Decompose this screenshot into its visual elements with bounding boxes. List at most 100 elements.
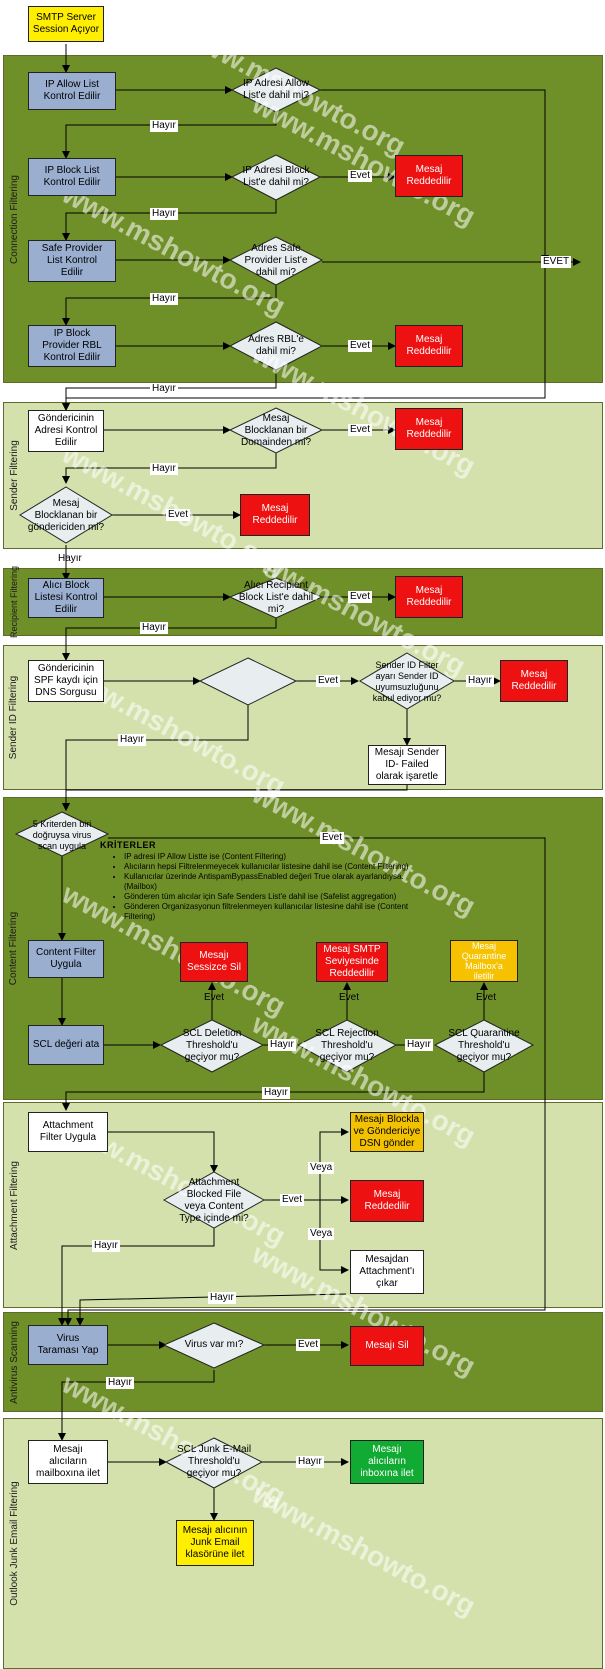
silent-delete: Mesajı Sessizce Sil <box>180 942 248 982</box>
edge-label-yes: Evet <box>316 675 341 687</box>
scl-quarantine-decision: SCL Quarantine Threshold'u geçiyor mu? <box>448 1028 520 1063</box>
virus-delete-node: Mesajı Sil <box>350 1326 424 1366</box>
start-node: SMTP Server Session Açıyor <box>28 6 104 42</box>
edge-label-no: Hayır <box>118 734 146 746</box>
recipient-decision: Alıcı Recipient Block List'e dahil mi? <box>238 580 314 615</box>
diamond-scl-quarantine <box>433 1019 535 1073</box>
criteria-item: Alıcıların hepsi Filtrelenmeyecek kullan… <box>124 862 430 872</box>
edge-label-no: Hayır <box>150 293 178 305</box>
recipient-check: Alıcı Block Listesi Kontrol Edilir <box>28 578 104 618</box>
content-filter-node: Content Filter Uygula <box>28 940 104 978</box>
diamond-scl-rejection <box>296 1019 398 1073</box>
safe-provider-decision: Adres Safe Provider List'e dahil mi? <box>244 243 308 278</box>
diamond-rbl <box>228 321 324 371</box>
criteria-item: Gönderen tüm alıcılar için Safe Senders … <box>124 892 430 902</box>
edge-label-no: Hayır <box>150 208 178 220</box>
criteria-item: Gönderen Organizasyonun filtrelenmeyen k… <box>124 902 430 922</box>
spf-check: Göndericinin SPF kaydı için DNS Sorgusu <box>28 660 104 702</box>
ip-block-decision: IP Adresi Block List'e dahil mi? <box>242 165 310 188</box>
sender-domain-decision: Mesaj Blocklanan bir Domainden mi? <box>240 413 312 448</box>
edge-label-no: Hayır <box>262 1087 290 1099</box>
sender-check: Göndericinin Adresi Kontrol Edilir <box>28 410 104 452</box>
criteria-item: Kullanıcılar üzerinde AntispamBypassEnab… <box>124 872 430 892</box>
edge-label-no: Hayır <box>466 675 494 687</box>
edge-label-yes: Evet <box>280 1194 305 1206</box>
scl-deletion-decision: SCL Deletion Threshold'u geçiyor mu? <box>182 1028 242 1063</box>
rbl-check: IP Block Provider RBL Kontrol Edilir <box>28 325 116 367</box>
edge-label-or: Veya <box>308 1162 335 1174</box>
diamond-sender-id-filter <box>359 652 455 710</box>
diamond-sender-blocked <box>19 486 113 544</box>
edge-label-or: Veya <box>308 1228 335 1240</box>
attachment-decision: Attachment Blocked File veya Content Typ… <box>179 1177 249 1224</box>
sender-id-reject: Mesaj Reddedilir <box>500 660 568 702</box>
attachment-reject: Mesaj Reddedilir <box>350 1180 424 1222</box>
edge-label-yes: Evet <box>476 992 497 1003</box>
edge-label-no: Hayır <box>150 463 178 475</box>
edge-label-no: Hayır <box>92 1240 120 1252</box>
sender-blocked-decision: Mesaj Blocklanan bir göndericiden mi? <box>27 498 105 533</box>
edge-label-no: Hayır <box>150 120 178 132</box>
block-dsn-node: Mesajı Blockla ve Göndericiye DSN gönder <box>350 1112 424 1152</box>
edge-label-yes: Evet <box>296 1339 321 1351</box>
sender-id-filter-decision: Sender ID Filter ayarı Sender ID uyumsuz… <box>372 660 442 703</box>
edge-label-yes: Evet <box>166 509 191 521</box>
deliver-mailbox-node: Mesajı alıcıların mailboxına ilet <box>28 1440 108 1484</box>
diamond-scl-junk <box>164 1437 264 1489</box>
diamond-ip-allow <box>230 67 322 113</box>
edge-label-yes: Evet <box>348 591 373 603</box>
ip-allow-decision: IP Adresi Allow List'e dahil mi? <box>243 78 309 101</box>
criteria-item: IP adresi IP Allow Listte ise (Content F… <box>124 852 430 862</box>
deliver-junk-node: Mesajı alıcının Junk Email klasörüne ile… <box>176 1520 254 1566</box>
sender-blocked-reject: Mesaj Reddedilir <box>240 494 310 536</box>
sender-id-decision <box>200 667 296 695</box>
scl-assign-node: SCL değeri ata <box>28 1025 104 1065</box>
deliver-inbox-node: Mesajı alıcıların inboxına ilet <box>350 1440 424 1484</box>
diamond-safe-provider <box>228 236 324 286</box>
edge-label-no: Hayır <box>208 1292 236 1304</box>
ip-block-reject: Mesaj Reddedilir <box>395 155 463 197</box>
ip-allow-check: IP Allow List Kontrol Edilir <box>28 72 116 110</box>
edge-label-yes: Evet <box>339 992 360 1003</box>
smtp-reject: Mesaj SMTP Seviyesinde Reddedilir <box>316 942 388 982</box>
edge-label-no: Hayır <box>58 553 82 564</box>
remove-attachment-node: Mesajdan Attachment'ı çıkar <box>350 1250 424 1294</box>
diamond-sender-domain <box>228 407 324 454</box>
criteria-title: KRİTERLER <box>100 840 156 850</box>
sender-domain-reject: Mesaj Reddedilir <box>395 408 463 450</box>
ip-block-check: IP Block List Kontrol Edilir <box>28 158 116 196</box>
attachment-filter-node: Attachment Filter Uygula <box>28 1112 108 1152</box>
edge-label-yes: Evet <box>348 170 373 182</box>
edge-label-no: Hayır <box>106 1377 134 1389</box>
edge-label-no: Hayır <box>150 383 178 395</box>
diamond-ip-block <box>230 154 322 201</box>
quarantine-node: Mesaj Quarantine Mailbox'a iletilir <box>450 940 518 982</box>
virus-scan-node: Virus Taraması Yap <box>28 1325 108 1365</box>
rbl-decision: Adres RBL'e dahil mi? <box>248 334 304 357</box>
diamond-criteria <box>14 811 110 857</box>
diamond-sender-id <box>198 657 298 706</box>
edge-label-no: Hayır <box>405 1039 433 1051</box>
diamond-scl-deletion <box>159 1019 265 1073</box>
rbl-reject: Mesaj Reddedilir <box>395 325 463 367</box>
edge-label-yes: Evet <box>348 340 373 352</box>
sender-id-mark: Mesajı Sender ID- Failed olarak işaretle <box>368 745 446 785</box>
diamond-recipient <box>228 577 324 619</box>
edge-label-yes: Evet <box>348 424 373 436</box>
scl-rejection-decision: SCL Rejection Threshold'u geçiyor mu? <box>315 1028 379 1063</box>
edge-label-no: Hayır <box>268 1039 296 1051</box>
diamond-attachment <box>162 1171 266 1229</box>
edge-label-no: Hayır <box>296 1456 324 1468</box>
scl-junk-decision: SCL Junk E-Mail Threshold'u geçiyor mu? <box>176 1444 252 1479</box>
virus-decision: Virus var mı? <box>184 1339 244 1350</box>
edge-label-yes: Evet <box>320 832 345 844</box>
edge-label-yes-caps: EVET <box>541 256 572 268</box>
recipient-reject: Mesaj Reddedilir <box>395 576 463 618</box>
edge-label-yes: Evet <box>204 992 225 1003</box>
criteria-decision: 5 Kriterden biri doğruysa virus scan uyg… <box>32 818 92 851</box>
edge-label-no: Hayır <box>140 622 168 634</box>
criteria-list: KRİTERLER IP adresi IP Allow Listte ise … <box>100 840 430 922</box>
diamond-virus <box>162 1322 266 1369</box>
